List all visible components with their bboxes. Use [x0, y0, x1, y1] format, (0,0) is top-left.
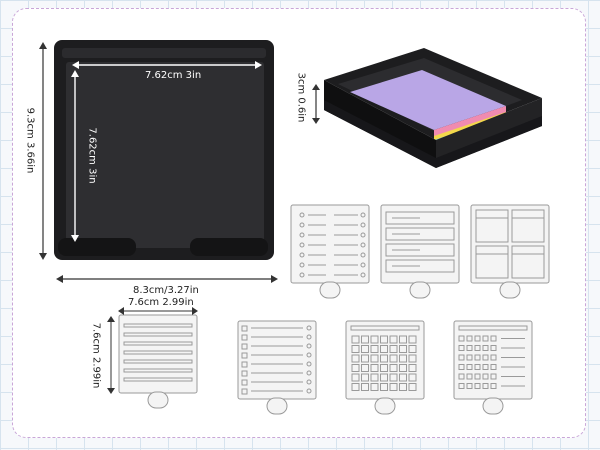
template-quadrants-3 [470, 204, 550, 299]
inner-height-label: 7.62cm 3in [86, 127, 98, 184]
template-lined-4 [118, 314, 198, 409]
template-height-label: 7.6cm 2.99in [90, 322, 102, 389]
outer-height-arrow [39, 42, 47, 260]
template-width-label: 7.6cm 2.99in [128, 297, 194, 308]
height-3d-label: 3cm 0.6in [295, 72, 307, 123]
template-height-arrow [107, 316, 115, 394]
tray-top-view [54, 40, 274, 260]
outer-width-label: 8.3cm/3.27in [133, 285, 199, 296]
template-boxes-2 [380, 204, 460, 299]
tray-3d-view [324, 48, 542, 168]
template-grid-7 [453, 320, 533, 415]
inner-width-arrow [72, 61, 262, 69]
outer-height-label: 9.3cm 3.66in [24, 107, 36, 174]
height-3d-arrow [312, 84, 320, 124]
inner-height-arrow [71, 70, 79, 242]
template-width-arrow [118, 307, 198, 315]
template-grid-6 [345, 320, 425, 415]
template-checklist-1 [290, 204, 370, 299]
inner-width-label: 7.62cm 3in [145, 70, 202, 81]
template-checklist-5 [237, 320, 317, 415]
outer-width-arrow [56, 275, 278, 283]
